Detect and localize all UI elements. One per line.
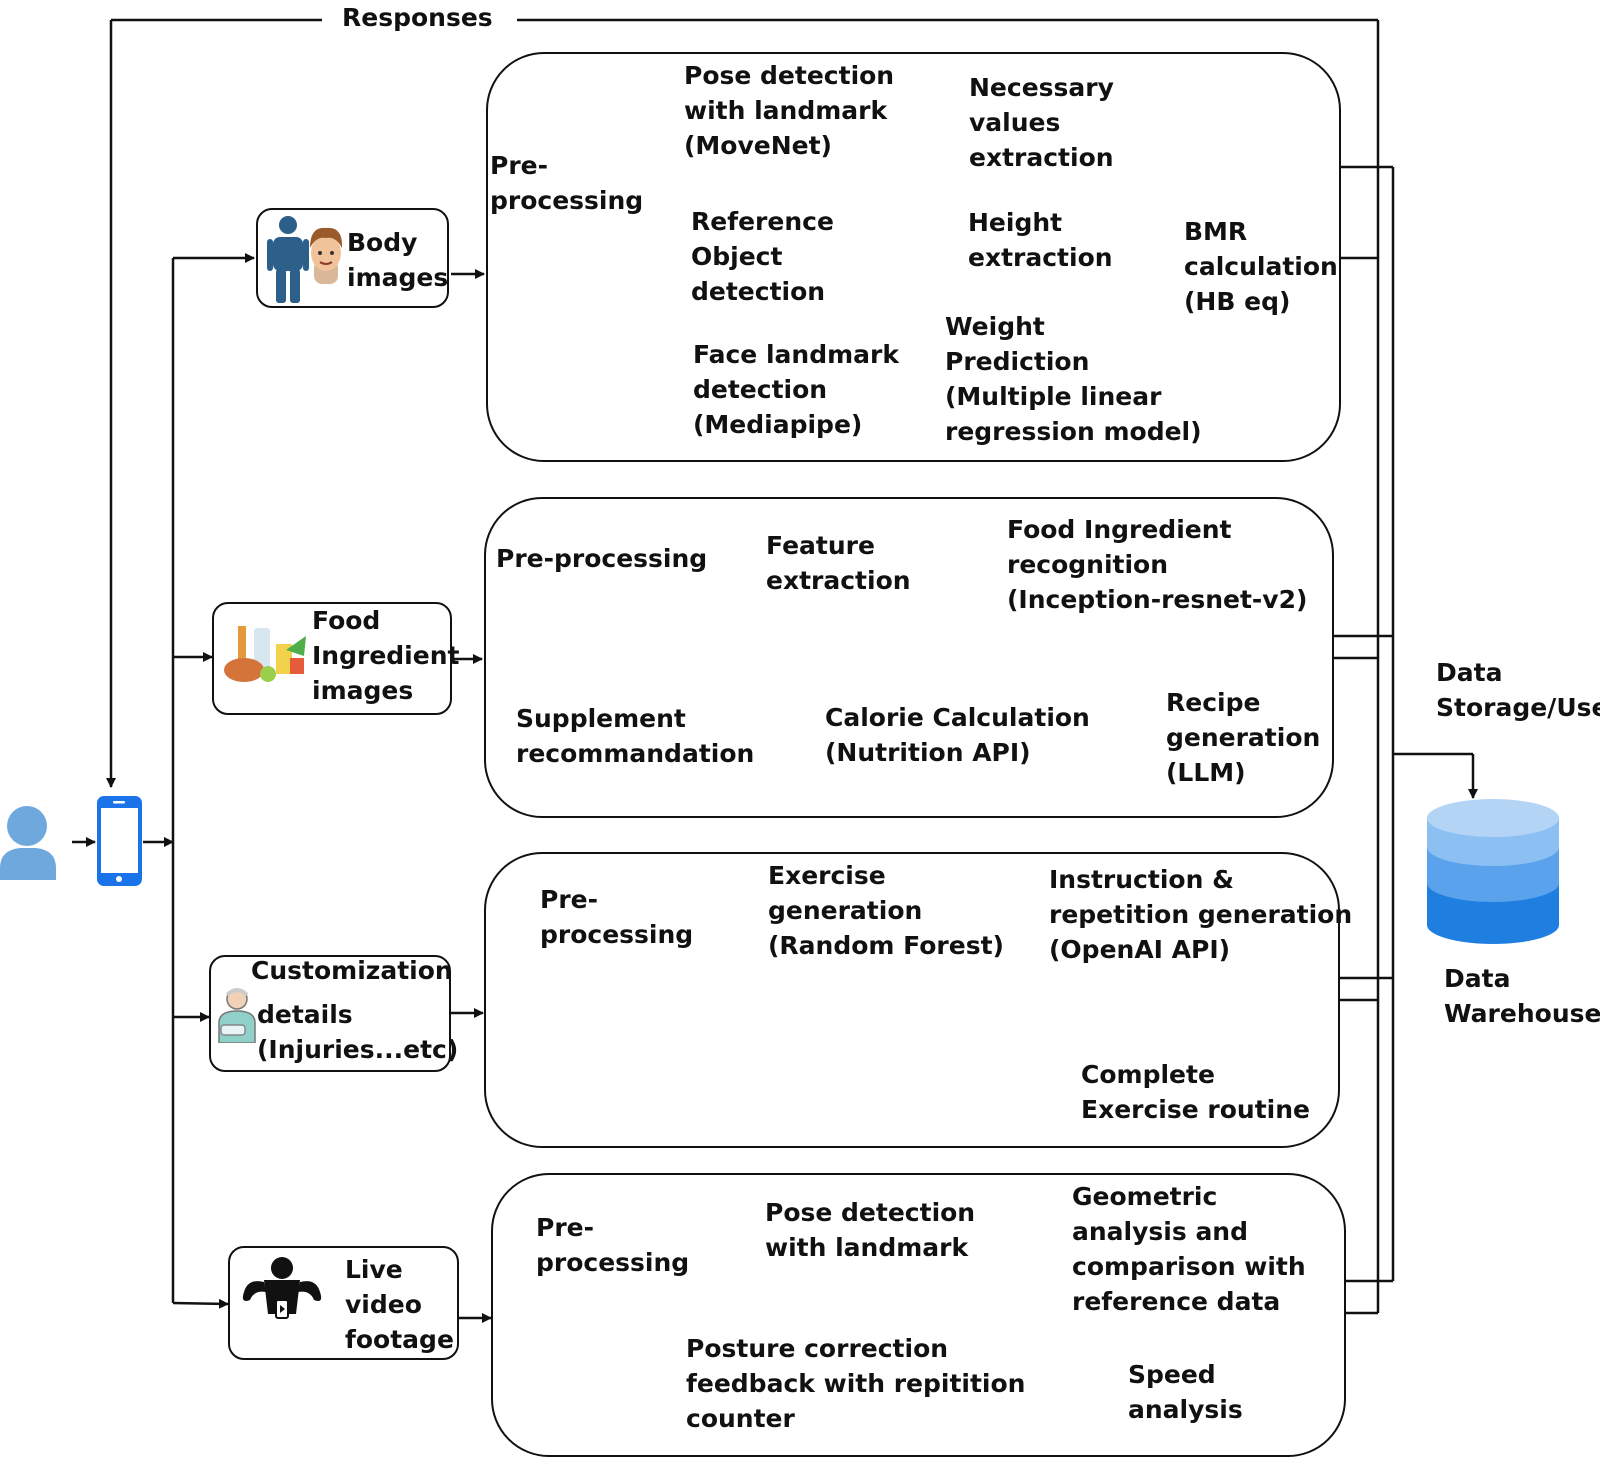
posture-feedback-label: Posture correction feedback with repitit… [686,1334,1026,1433]
live-video-label: Live video footage [345,1255,454,1354]
bodybuilder-video-icon [242,1257,322,1319]
data-warehouse-label: Data Warehouse [1444,964,1600,1028]
exercise-module [484,852,1340,1148]
body-analysis-module [486,52,1341,462]
customization-label: Customization [251,956,453,985]
food-preprocessing-label: Pre-processing [496,544,708,573]
storage-connectors [1331,165,1478,1315]
feature-extraction-label: Feature extraction [766,531,911,595]
pose-detection-landmark-label: Pose detection with landmark [765,1198,976,1262]
food-images-label: Food Ingredient images [312,606,460,705]
reference-object-label: Reference Object detection [691,207,834,306]
user-icon [0,806,56,880]
geometric-analysis-label: Geometric analysis and comparison with r… [1072,1182,1306,1316]
body-preprocessing-label: Pre- processing [490,151,644,215]
exercise-preprocessing-label: Pre- processing [540,885,694,949]
food-images-input [212,602,452,715]
live-video-input [228,1246,459,1360]
recipe-generation-label: Recipe generation (LLM) [1166,688,1321,787]
ingredient-recognition-label: Food Ingredient recognition (Inception-r… [1007,515,1308,614]
instruction-generation-label: Instruction & repetition generation (Ope… [1049,865,1353,964]
responses-loop [106,18,1380,1313]
food-analysis-module [484,497,1334,818]
body-images-label: Body images [347,228,449,292]
database-icon [1427,799,1559,944]
food-basket-icon [224,626,306,682]
person-silhouette-icon [267,216,309,303]
necessary-values-label: Necessary values extraction [969,73,1114,172]
speed-analysis-label: Speed analysis [1128,1360,1243,1424]
responses-label: Responses [338,0,497,35]
height-extraction-label: Height extraction [968,208,1113,272]
posture-module [491,1173,1346,1457]
face-landmark-label: Face landmark detection (Mediapipe) [693,340,899,439]
smartphone-icon [97,796,142,886]
exercise-generation-label: Exercise generation (Random Forest) [768,861,1004,960]
input-connectors [72,253,492,1323]
complete-routine-label: Complete Exercise routine [1081,1060,1310,1124]
supplement-recommendation-label: Supplement recommandation [516,704,755,768]
calorie-calculation-label: Calorie Calculation (Nutrition API) [825,703,1090,767]
customization-details-label: details (Injuries...etc) [257,1000,459,1064]
bmr-calculation-label: BMR calculation (HB eq) [1184,217,1338,316]
data-storage-label: Data Storage/Use [1436,658,1600,722]
weight-prediction-label: Weight Prediction (Multiple linear regre… [945,312,1202,446]
boy-face-icon [310,227,343,284]
injured-person-icon [218,988,256,1043]
pose-detection-movenet-label: Pose detection with landmark (MoveNet) [684,61,895,160]
posture-preprocessing-label: Pre- processing [536,1213,690,1277]
